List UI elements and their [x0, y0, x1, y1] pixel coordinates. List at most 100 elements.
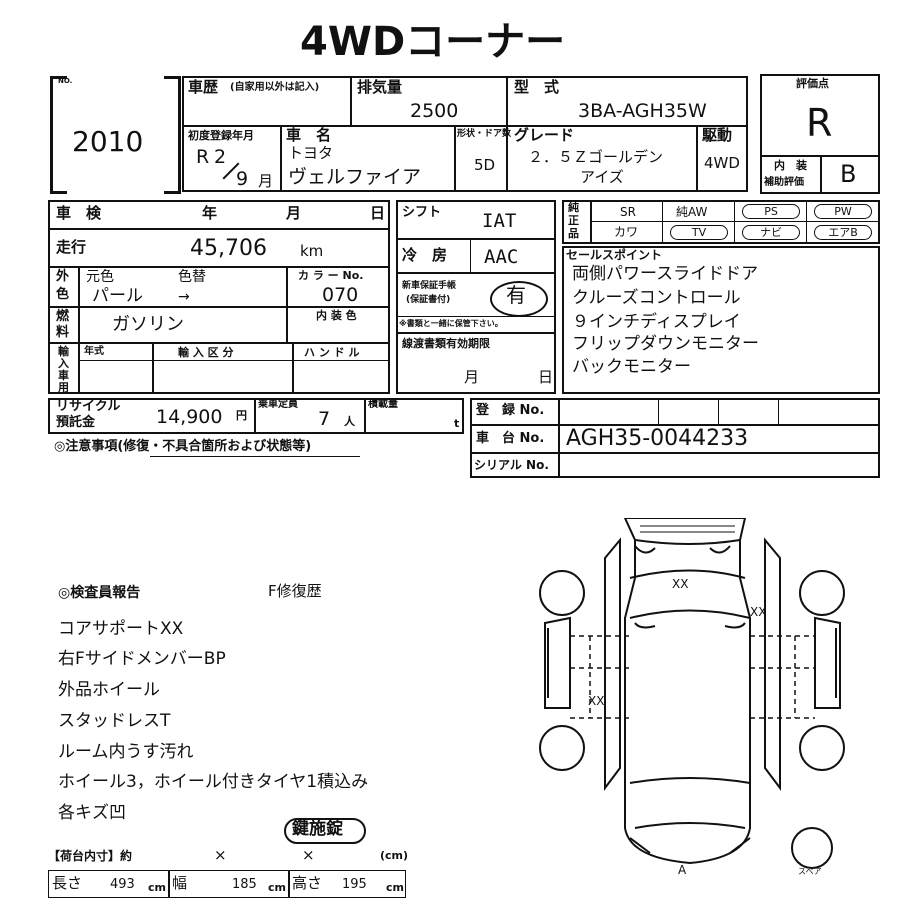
door-left — [604, 537, 621, 791]
option-ps: PS — [742, 204, 800, 219]
load-unit: t — [454, 417, 460, 430]
spare-label: スペア — [798, 867, 822, 876]
wheel-rear-right — [799, 725, 845, 771]
wheel-front-left — [539, 570, 585, 616]
inspection-table — [48, 200, 390, 394]
first-reg-era: R — [196, 146, 210, 168]
page-title: 4WDコーナー — [300, 19, 566, 65]
cargo-width-unit: cm — [268, 881, 286, 894]
key-stamp — [284, 818, 366, 844]
model-code-value: 3BA-AGH35W — [578, 100, 707, 122]
capacity-value: 7 — [318, 408, 331, 430]
color-code-label: カ ラ ー No. — [298, 269, 364, 282]
inspection-label: 車 検 — [56, 204, 102, 222]
manual-sub-label: (保証書付) — [406, 295, 451, 305]
shape-label: 形状・ドア数 — [457, 129, 512, 139]
car-name-label: 車 名 — [286, 126, 332, 144]
door-right — [764, 537, 781, 791]
inspection-month: 月 — [286, 204, 302, 222]
car-body — [623, 518, 751, 865]
color-change-label: 色替 — [178, 269, 206, 285]
damage-mark-body: XX — [588, 694, 605, 708]
report-label: ◎検査員報告 — [58, 585, 141, 601]
sales-point-item: バックモニター — [572, 357, 691, 377]
report-item: 各キズ凹 — [58, 803, 126, 823]
import-side2: 入 — [58, 357, 69, 370]
mileage-value: 45,706 — [190, 236, 267, 261]
first-reg-month: 9 — [236, 168, 249, 190]
cargo-label: 【荷台内寸】約 — [48, 849, 133, 863]
interior-grade-value: B — [840, 160, 857, 188]
option-aw: 純AW — [676, 205, 708, 219]
cargo-x1: × — [214, 846, 227, 864]
recycle-unit: 円 — [236, 409, 247, 422]
damage-mark-side: XX — [750, 605, 767, 619]
displacement-value: 2500 — [410, 100, 459, 122]
history-label: 車歴 — [188, 78, 219, 96]
color-arrow: → — [178, 289, 190, 305]
option-pw: PW — [814, 204, 872, 219]
recycle-label: リサイクル — [56, 399, 121, 414]
manual-note: ※書類と一緒に保管下さい。 — [399, 319, 503, 328]
import-year-label: 年式 — [84, 346, 104, 357]
tax-day: 日 — [538, 368, 554, 386]
option-navi: ナビ — [742, 225, 800, 240]
fuel-side1: 燃 — [56, 309, 70, 324]
capacity-label: 乗車定員 — [258, 399, 298, 410]
report-item: スタッドレスT — [58, 711, 171, 731]
lot-bracket — [50, 76, 67, 194]
aircon-value: AAC — [484, 246, 519, 268]
manual-label: 新車保証手帳 — [402, 281, 457, 291]
first-reg-month-unit: 月 — [258, 172, 274, 190]
report-item: 外品ホイール — [58, 680, 160, 700]
option-leather: カワ — [614, 225, 639, 239]
wheel-rear-left — [539, 725, 585, 771]
cargo-length-label: 長さ — [52, 874, 83, 892]
import-side1: 輸 — [58, 345, 69, 358]
load-label: 積載量 — [368, 399, 398, 410]
cargo-length-unit: cm — [148, 881, 166, 894]
mileage-unit: km — [300, 242, 324, 260]
tax-label: 線渡書類有効期限 — [402, 337, 490, 350]
serial-label: シリアル No. — [474, 458, 549, 472]
first-reg-label: 初度登録年月 — [188, 129, 254, 142]
registration-table — [470, 398, 880, 478]
cargo-unit: (cm) — [380, 849, 409, 862]
shift-value: IAT — [482, 210, 517, 232]
color-orig-label: 元色 — [86, 269, 114, 285]
equipment-table — [396, 200, 556, 394]
report-item: コアサポートXX — [58, 619, 184, 639]
report-item: ルーム内うす汚れ — [58, 742, 194, 762]
lot-label: NO. — [58, 77, 73, 85]
inspection-year: 年 — [202, 204, 218, 222]
key-stamp-text: 鍵施錠 — [292, 819, 343, 839]
car-maker: トヨタ — [288, 144, 334, 162]
mileage-label: 走行 — [56, 238, 87, 256]
grade-line1: ２．５Ｚゴールデン — [528, 148, 664, 166]
sales-point-item: フリップダウンモニター — [572, 334, 759, 354]
wheel-front-right — [799, 570, 845, 616]
sales-point-item: 両側パワースライドドア — [572, 264, 759, 284]
fuel-side2: 料 — [56, 325, 70, 340]
registration-label: 登 録 No. — [476, 403, 545, 418]
model-code-label: 型 式 — [514, 78, 560, 96]
interior-sub-label: 補助評価 — [764, 177, 804, 188]
damage-diagram — [539, 518, 845, 869]
cargo-table — [48, 870, 406, 898]
cargo-width: 185 — [232, 877, 257, 892]
car-name: ヴェルファイア — [288, 166, 422, 188]
option-side1: 純 — [568, 201, 579, 214]
cargo-height-unit: cm — [386, 881, 404, 894]
cargo-length: 493 — [110, 877, 135, 892]
rear-label: A — [678, 863, 687, 877]
inspection-day: 日 — [370, 204, 386, 222]
import-side3: 車 — [58, 369, 69, 382]
report-item: ホイール3，ホイール付きタイヤ1積込み — [58, 772, 369, 792]
grade-label: グレード — [514, 126, 575, 144]
drive-label: 駆動 — [702, 126, 733, 144]
interior-label: 内 装 — [774, 159, 807, 172]
cargo-x2: × — [302, 846, 315, 864]
color-code-value: 070 — [322, 284, 359, 306]
chassis-label: 車 台 No. — [476, 431, 545, 446]
aircon-label: 冷 房 — [402, 246, 448, 264]
